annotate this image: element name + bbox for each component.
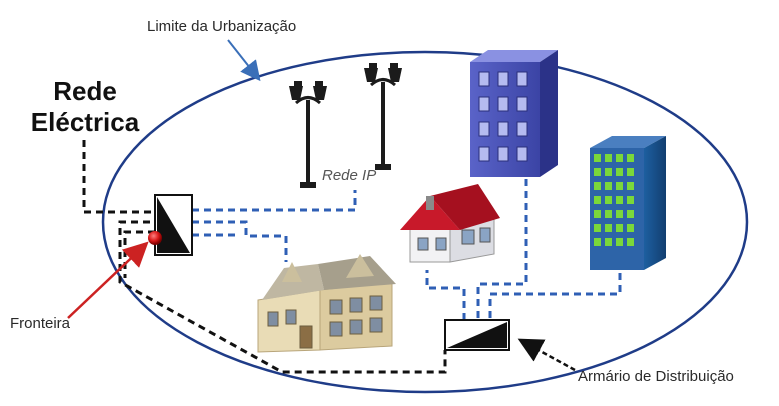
street-lamp-1 xyxy=(289,81,327,188)
ip-lines xyxy=(192,178,622,320)
power-grid-label-line1: Rede xyxy=(53,76,117,106)
frontier-arrow xyxy=(67,241,149,319)
street-lamp-2 xyxy=(364,63,402,170)
ip-network-label: Rede IP xyxy=(322,167,377,184)
urbanization-boundary-label: Limite da Urbanização xyxy=(147,18,297,35)
distribution-cabinet-label: Armário de Distribuição xyxy=(578,368,734,385)
distribution-cabinet xyxy=(444,319,510,351)
cabinet-arrow xyxy=(517,338,576,372)
frontier-marker xyxy=(148,231,162,245)
office-building-blue xyxy=(470,50,558,177)
office-tower-green xyxy=(590,136,666,270)
frontier-switch-box xyxy=(154,194,193,256)
power-grid-label-line2: Eléctrica xyxy=(30,107,140,137)
frontier-label: Fronteira xyxy=(10,315,71,332)
house-red-roof xyxy=(400,184,500,263)
urbanization-boundary xyxy=(101,50,749,394)
power-grid-label: Rede Eléctrica xyxy=(30,76,140,138)
house-beige xyxy=(257,254,396,353)
boundary-label-arrow xyxy=(227,39,261,82)
